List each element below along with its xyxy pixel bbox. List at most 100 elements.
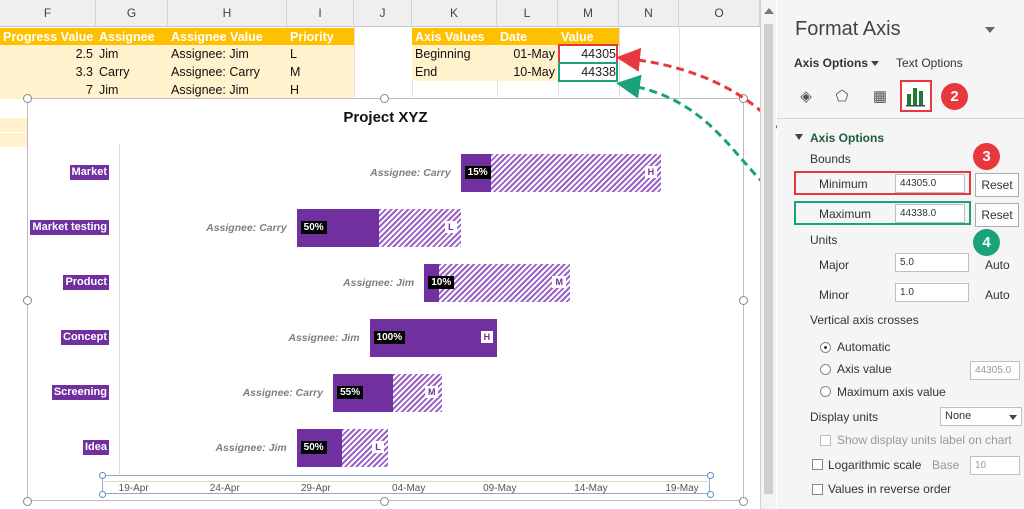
axis-handle[interactable] <box>707 472 714 479</box>
cell[interactable]: Axis Values <box>412 28 497 46</box>
resize-handle[interactable] <box>23 94 32 103</box>
cell[interactable]: End <box>412 63 497 81</box>
cell[interactable]: Beginning <box>412 45 497 63</box>
automatic-radio[interactable] <box>820 342 831 353</box>
cell[interactable]: 01-May <box>497 45 558 63</box>
gridline <box>679 27 680 97</box>
minor-auto-label: Auto <box>985 288 1010 302</box>
cell[interactable]: Priority <box>287 28 354 46</box>
cell[interactable]: 44338 <box>581 65 616 79</box>
horizontal-axis-selection[interactable] <box>102 475 710 494</box>
tab-text-options[interactable]: Text Options <box>896 56 963 70</box>
column-header[interactable]: O <box>679 0 760 27</box>
log-scale-label[interactable]: Logarithmic scale <box>828 458 922 472</box>
maximum-axis-value-label[interactable]: Maximum axis value <box>837 385 946 399</box>
resize-handle[interactable] <box>23 497 32 506</box>
column-header[interactable]: H <box>168 0 287 27</box>
reverse-order-label[interactable]: Values in reverse order <box>828 482 952 496</box>
resize-handle[interactable] <box>380 94 389 103</box>
gantt-bar[interactable]: 100%H <box>369 319 498 357</box>
column-header[interactable]: I <box>287 0 354 27</box>
axis-handle[interactable] <box>99 472 106 479</box>
cell[interactable]: Assignee: Jim <box>168 81 287 99</box>
cell[interactable]: Jim <box>96 45 168 63</box>
resize-handle[interactable] <box>739 497 748 506</box>
cell[interactable]: Assignee <box>96 28 168 46</box>
gantt-bar[interactable]: 50%L <box>296 209 461 247</box>
axis-value-label[interactable]: Axis value <box>837 362 892 376</box>
column-header[interactable]: J <box>354 0 412 27</box>
resize-handle[interactable] <box>739 94 748 103</box>
reverse-order-checkbox[interactable] <box>812 484 823 495</box>
column-header[interactable]: M <box>558 0 619 27</box>
vertical-axis-crosses-label: Vertical axis crosses <box>810 313 919 327</box>
chevron-down-icon[interactable] <box>871 61 879 66</box>
size-properties-icon[interactable]: ▦ <box>872 88 888 105</box>
pane-menu-icon[interactable] <box>985 27 995 33</box>
axis-options-icon[interactable] <box>900 80 932 112</box>
column-header[interactable]: K <box>412 0 497 27</box>
cell[interactable]: L <box>287 45 354 63</box>
x-tick-label: 24-Apr <box>209 483 240 494</box>
cell[interactable]: Assignee: Carry <box>168 63 287 81</box>
axis-value-input[interactable]: 44305.0 <box>970 361 1020 380</box>
cell[interactable]: Value <box>558 28 619 46</box>
vertical-scrollbar[interactable] <box>760 0 776 509</box>
horizontal-axis-line <box>102 481 710 482</box>
cell[interactable]: Carry <box>96 63 168 81</box>
display-units-label: Display units <box>810 410 879 424</box>
effects-icon[interactable]: ⬠ <box>835 88 849 105</box>
show-units-label[interactable]: Show display units label on chart <box>837 433 1012 447</box>
display-units-select[interactable]: None <box>940 407 1022 426</box>
cell[interactable]: Assignee Value <box>168 28 287 46</box>
cell[interactable]: M <box>287 63 354 81</box>
cell[interactable]: 10-May <box>497 63 558 81</box>
cell[interactable]: Assignee: Jim <box>168 45 287 63</box>
gantt-bar[interactable]: 55%M <box>333 374 443 412</box>
tab-axis-options[interactable]: Axis Options <box>794 56 869 70</box>
gantt-bar[interactable]: 10%M <box>424 264 570 302</box>
category-label: Idea <box>82 440 109 455</box>
axis-handle[interactable] <box>99 491 106 498</box>
base-input[interactable]: 10 <box>970 456 1020 475</box>
fill-line-icon[interactable]: ◈ <box>800 88 812 105</box>
minor-input[interactable]: 1.0 <box>895 283 969 302</box>
category-label: Screening <box>51 385 109 400</box>
resize-handle[interactable] <box>380 497 389 506</box>
automatic-label[interactable]: Automatic <box>837 340 891 354</box>
section-axis-options[interactable]: Axis Options <box>810 131 885 145</box>
resize-handle[interactable] <box>23 296 32 305</box>
maximum-input[interactable]: 44338.0 <box>895 204 965 223</box>
collapse-triangle-icon[interactable] <box>795 134 803 140</box>
minimum-input[interactable]: 44305.0 <box>895 174 965 193</box>
cell[interactable]: Progress Value <box>0 28 96 46</box>
column-header[interactable]: N <box>619 0 679 27</box>
display-units-value: None <box>945 410 972 422</box>
gantt-bar[interactable]: 50%L <box>296 429 388 467</box>
cell[interactable]: Jim <box>96 81 168 99</box>
cell[interactable]: 44305 <box>581 47 616 61</box>
axis-value-radio[interactable] <box>820 364 831 375</box>
remaining-fill <box>438 264 570 302</box>
cell[interactable]: 7 <box>0 81 96 99</box>
cell[interactable]: Date <box>497 28 558 46</box>
axis-handle[interactable] <box>707 491 714 498</box>
scroll-up-icon[interactable] <box>764 8 774 14</box>
cell[interactable]: 3.3 <box>0 63 96 81</box>
scroll-thumb[interactable] <box>764 24 773 494</box>
column-header[interactable]: G <box>96 0 168 27</box>
cell[interactable]: 2.5 <box>0 45 96 63</box>
log-scale-checkbox[interactable] <box>812 459 823 470</box>
major-input[interactable]: 5.0 <box>895 253 969 272</box>
maximum-axis-value-radio[interactable] <box>820 386 831 397</box>
column-header[interactable]: L <box>497 0 558 27</box>
resize-handle[interactable] <box>739 296 748 305</box>
column-header[interactable]: F <box>0 0 96 27</box>
reset-maximum-button[interactable]: Reset <box>975 203 1019 227</box>
reset-minimum-button[interactable]: Reset <box>975 173 1019 197</box>
cell[interactable]: H <box>287 81 354 99</box>
base-label: Base <box>932 458 960 472</box>
gantt-bar[interactable]: 15%H <box>460 154 662 192</box>
show-units-checkbox[interactable] <box>820 435 831 446</box>
